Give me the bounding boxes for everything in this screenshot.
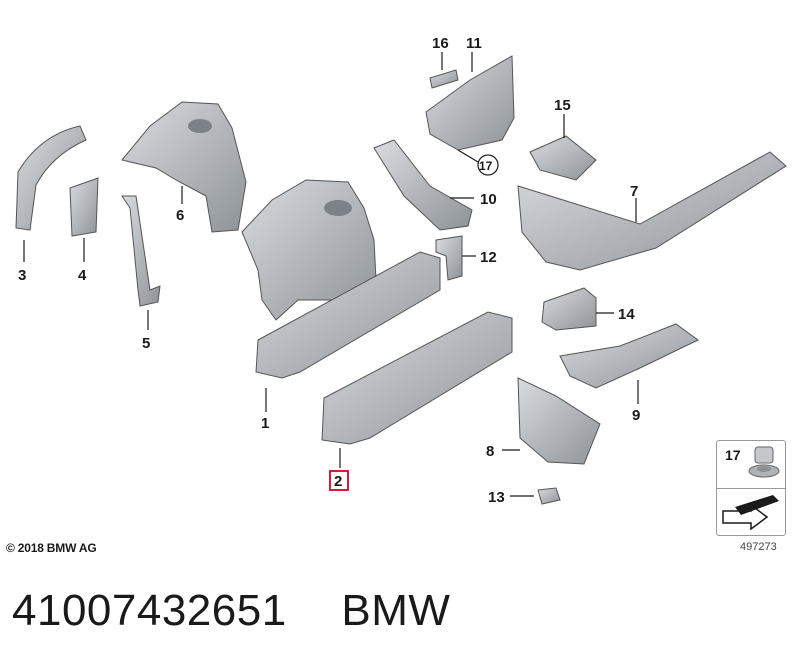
callout-10: 10 [480, 191, 497, 208]
brand-name: BMW [341, 586, 451, 635]
part-13-clip [537, 487, 561, 505]
callout-17: 17 [479, 159, 493, 173]
callout-3: 3 [18, 267, 26, 284]
part-15-plate [529, 135, 597, 181]
legend-number: 17 [725, 447, 741, 463]
callout-2-highlight-box [329, 470, 349, 491]
callout-8: 8 [486, 443, 494, 460]
part-1-longitudinal-rail [255, 251, 441, 379]
callouts: 3 4 5 6 1 2 7 8 9 10 11 12 13 14 15 16 1… [18, 35, 640, 506]
callout-2: 2 [334, 473, 342, 490]
fastener-legend: 17 [716, 440, 786, 536]
part-2-lower-rail [321, 311, 513, 445]
part-3-wheel-arch-trim [15, 125, 87, 231]
callout-13: 13 [488, 489, 505, 506]
part-6-dome-hole [188, 119, 212, 133]
arrow-icon [722, 495, 779, 531]
flange-nut-icon [748, 446, 780, 478]
callout-1: 1 [261, 415, 269, 432]
legend-divider [717, 488, 785, 489]
part-6-spring-tower [121, 101, 247, 233]
callout-14: 14 [618, 306, 635, 323]
part-9-rail-end [559, 323, 699, 389]
part-10-diagonal-brace [373, 139, 473, 231]
callout-5: 5 [142, 335, 150, 352]
part-14-bracket [541, 287, 597, 331]
callout-15: 15 [554, 97, 571, 114]
callout-16: 16 [432, 35, 449, 52]
part-number: 41007432651 [12, 586, 287, 635]
callout-4: 4 [78, 267, 87, 284]
parts-diagram: 3 4 5 6 1 2 7 8 9 10 11 12 13 14 15 16 1… [15, 35, 787, 506]
callout-7: 7 [630, 183, 638, 200]
callout-12: 12 [480, 249, 497, 266]
part-16-small-bracket [429, 69, 459, 89]
callout-17-circle [477, 154, 499, 176]
callout-11: 11 [466, 35, 482, 52]
callout-9: 9 [632, 407, 640, 424]
part-5-strut [121, 195, 161, 307]
callout-6: 6 [176, 207, 184, 224]
image-id: 497273 [740, 541, 777, 553]
footer: 41007432651 BMW [12, 586, 450, 636]
leader-lines [23, 52, 639, 497]
copyright-notice: © 2018 BMW AG [6, 541, 97, 555]
part-11-upper-panel [425, 55, 515, 151]
part-1-dome-hole [324, 200, 352, 216]
part-4-bracket [69, 177, 99, 237]
part-7-side-extension [517, 151, 787, 271]
part-8-end-bracket [517, 377, 601, 465]
part-12-angle-bracket [435, 235, 463, 281]
